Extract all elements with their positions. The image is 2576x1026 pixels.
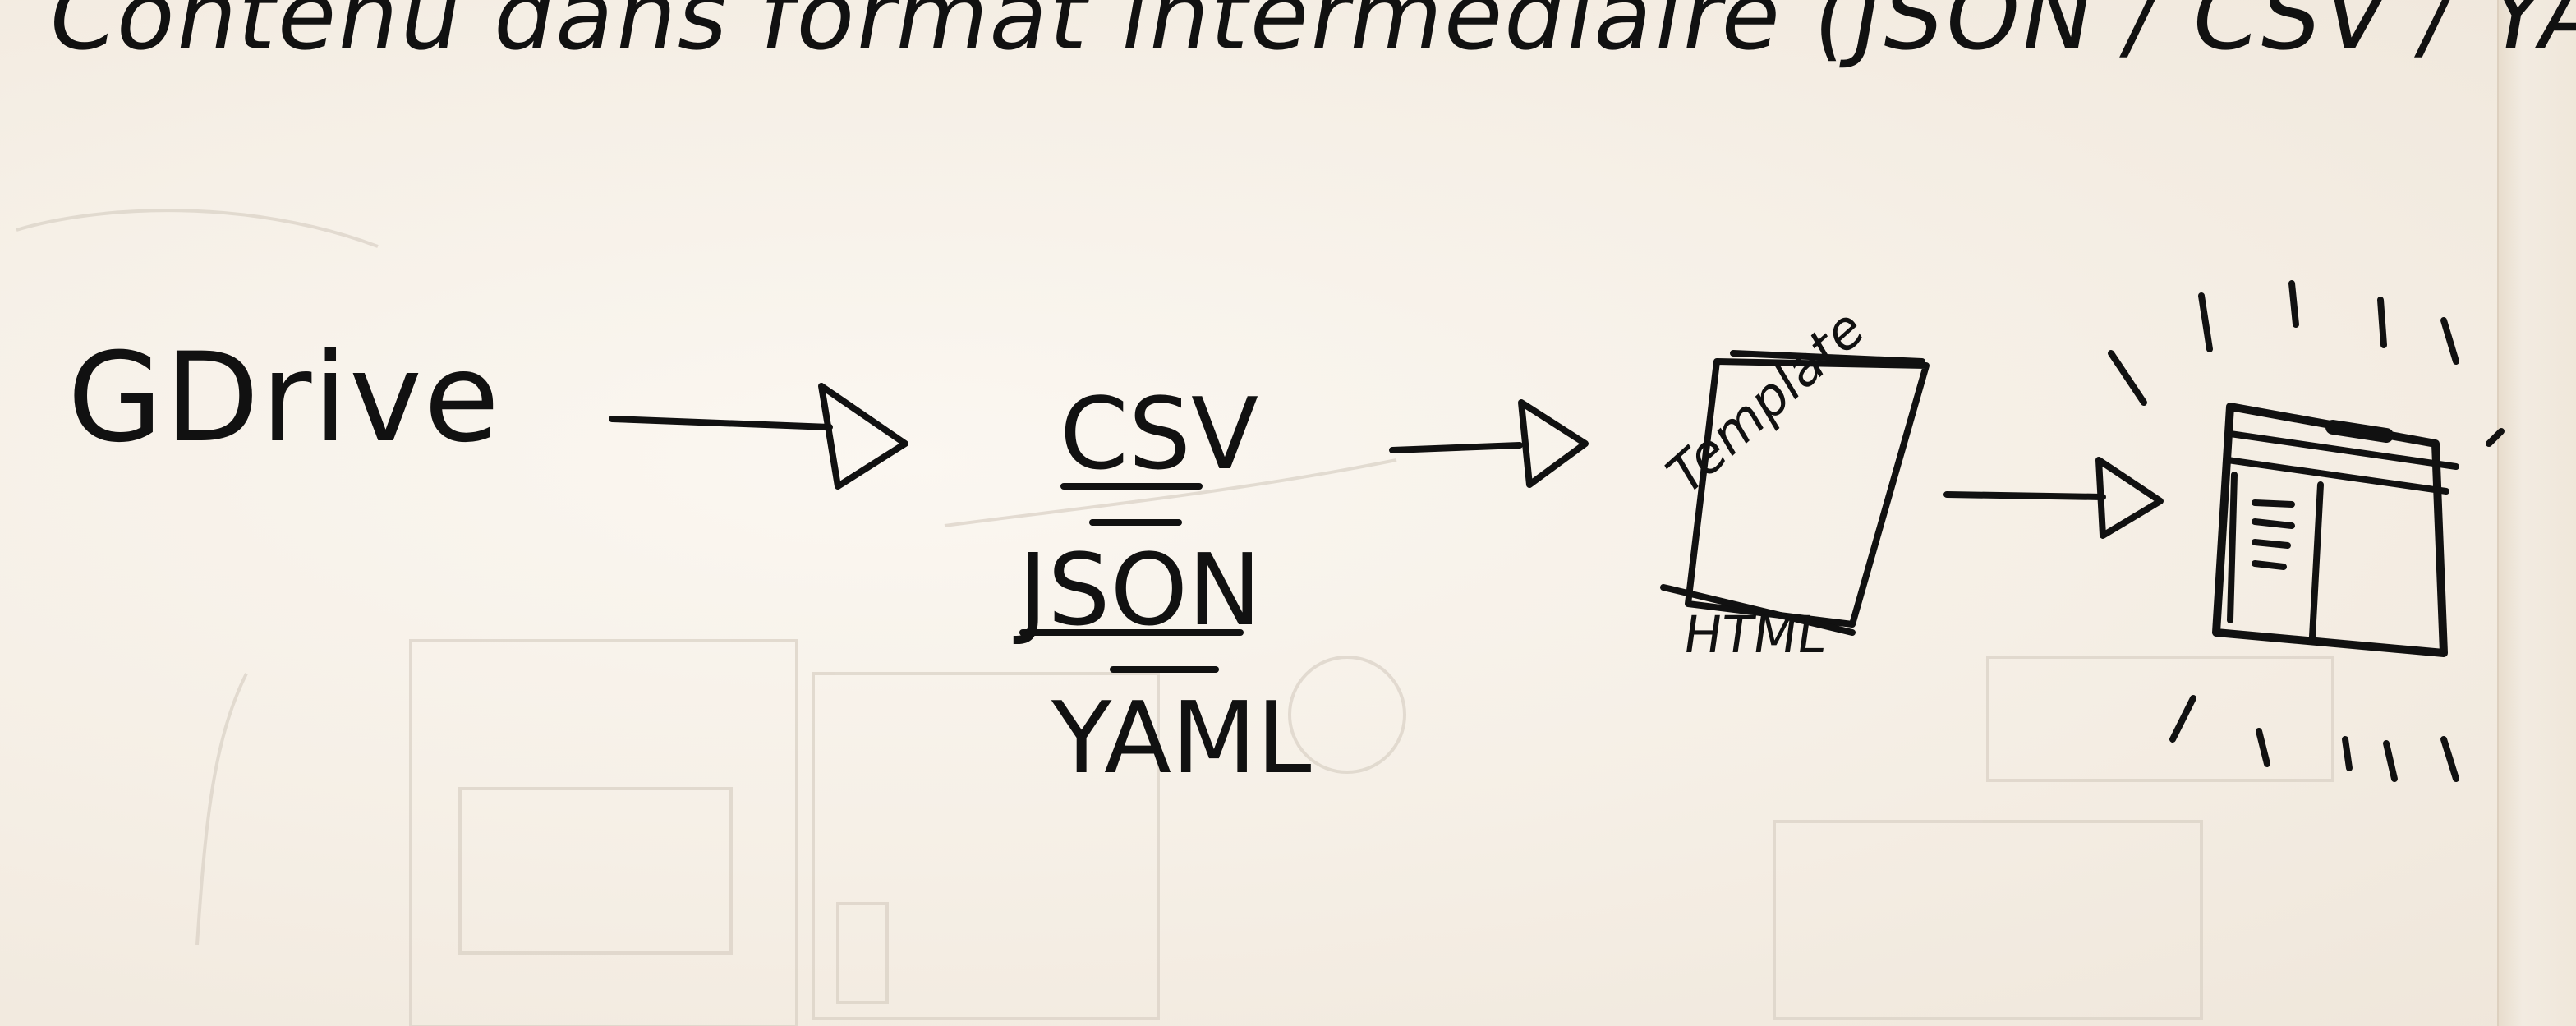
- page-edge: [2497, 0, 2576, 1026]
- format-label-json: JSON: [1019, 534, 1262, 648]
- template-caption-html: HTML: [1679, 605, 1830, 665]
- rendered-page-icon: [2212, 403, 2459, 657]
- template-page: [1660, 350, 1930, 636]
- diagram-title: Contenu dans format intermédiaire (JSON …: [39, 0, 2576, 71]
- format-label-yaml: YAML: [1051, 682, 1312, 796]
- arrow-1: [609, 383, 908, 490]
- sparkle-lines: [2108, 280, 2505, 782]
- format-label-csv: CSV: [1060, 378, 1259, 492]
- arrow-2: [1389, 399, 1589, 488]
- source-label-gdrive: GDrive: [67, 327, 502, 470]
- arrow-3: [1944, 457, 2164, 539]
